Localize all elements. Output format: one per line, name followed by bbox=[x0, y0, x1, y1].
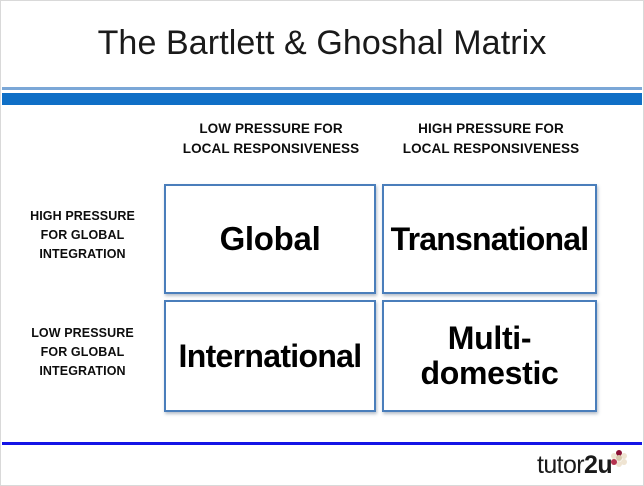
column-header-low-pressure: LOW PRESSURE FOR LOCAL RESPONSIVENESS bbox=[164, 119, 378, 158]
row-header-line2: FOR GLOBAL bbox=[40, 344, 125, 359]
header-rule-gap bbox=[2, 90, 642, 93]
column-header-line1: LOW PRESSURE FOR bbox=[199, 121, 343, 136]
row-header-line3: INTEGRATION bbox=[39, 363, 126, 378]
logo-wordmark: tutor2u bbox=[536, 451, 613, 479]
header-rule-thin bbox=[2, 87, 642, 90]
matrix-cell-label-line2: domestic bbox=[420, 355, 559, 391]
row-header-line1: LOW PRESSURE bbox=[31, 326, 134, 340]
matrix-cell-label: International bbox=[178, 337, 363, 374]
row-header-line1: HIGH PRESSURE bbox=[30, 209, 135, 223]
row-header-low-global-integration: LOW PRESSURE FOR GLOBAL INTEGRATION bbox=[5, 324, 160, 380]
column-header-line1: HIGH PRESSURE FOR bbox=[418, 121, 564, 136]
logo-text-b: 2u bbox=[584, 451, 613, 479]
column-header-line2: LOCAL RESPONSIVENESS bbox=[182, 140, 360, 156]
header-rule-thick bbox=[2, 93, 642, 105]
matrix-cell-label-line1: Multi- bbox=[447, 320, 532, 357]
row-header-line2: FOR GLOBAL bbox=[40, 227, 125, 242]
footer-rule bbox=[2, 442, 642, 445]
logo-text-a: tutor bbox=[536, 451, 585, 479]
matrix-cell-international[interactable]: International bbox=[164, 300, 376, 412]
row-header-line3: INTEGRATION bbox=[39, 246, 126, 261]
column-header-line2: LOCAL RESPONSIVENESS bbox=[402, 140, 580, 156]
matrix-grid: Global Transnational International Multi… bbox=[164, 184, 597, 412]
matrix-cell-multi-domestic[interactable]: Multi- domestic bbox=[382, 300, 597, 412]
row-header-high-global-integration: HIGH PRESSURE FOR GLOBAL INTEGRATION bbox=[5, 207, 160, 263]
matrix-cell-global[interactable]: Global bbox=[164, 184, 376, 294]
matrix-cell-label: Multi- domestic bbox=[420, 321, 558, 390]
matrix-cell-transnational[interactable]: Transnational bbox=[382, 184, 597, 294]
matrix-cell-label: Global bbox=[219, 220, 321, 258]
page-title: The Bartlett & Ghoshal Matrix bbox=[97, 24, 547, 63]
flower-icon bbox=[611, 450, 628, 467]
matrix-column-headers: LOW PRESSURE FOR LOCAL RESPONSIVENESS HI… bbox=[164, 119, 598, 158]
footer: tutor2u bbox=[2, 445, 642, 484]
tutor2u-logo[interactable]: tutor2u bbox=[536, 450, 628, 479]
matrix-cell-label: Transnational bbox=[390, 220, 589, 257]
title-band: The Bartlett & Ghoshal Matrix bbox=[1, 1, 643, 87]
column-header-high-pressure: HIGH PRESSURE FOR LOCAL RESPONSIVENESS bbox=[384, 119, 598, 158]
